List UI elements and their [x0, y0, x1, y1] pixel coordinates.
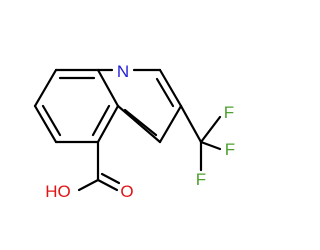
bond	[199, 115, 222, 144]
bond	[96, 68, 120, 108]
bond	[91, 104, 111, 137]
bond	[199, 140, 222, 151]
bond	[179, 104, 203, 144]
nitrogen-atom-label: N	[117, 62, 129, 81]
bond	[96, 104, 120, 144]
bond	[100, 172, 121, 185]
bond	[155, 77, 175, 108]
bond	[96, 178, 119, 192]
oxygen-atom-label: O	[120, 182, 133, 201]
bond	[33, 104, 58, 144]
bonds	[33, 68, 222, 192]
fluorine-atom-label: F	[224, 103, 234, 122]
fluorine-atom-label: F	[196, 170, 206, 189]
bond	[77, 178, 100, 192]
bond	[33, 68, 58, 108]
bond	[158, 104, 183, 144]
fluorine-atom-label: F	[225, 140, 235, 159]
atom-labels: N F F F O HO	[45, 62, 235, 201]
bond	[41, 104, 62, 137]
bond	[123, 108, 158, 137]
structure-canvas: N F F F O HO	[33, 62, 235, 201]
bond	[158, 68, 183, 108]
bond	[116, 104, 162, 144]
molecule-structure: N F F F O HO	[33, 62, 235, 201]
hydroxyl-label: HO	[45, 182, 71, 201]
